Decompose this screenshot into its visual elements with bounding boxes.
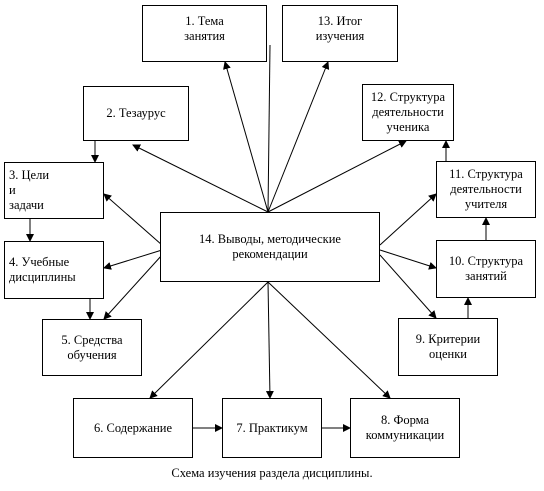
arrow-to-goals xyxy=(103,193,163,246)
node-communication-form: 8. Форма коммуникации xyxy=(350,398,460,458)
arrow-to-student xyxy=(267,140,407,213)
node-practicum: 7. Практикум xyxy=(222,398,322,458)
arrow-to-thesaurus xyxy=(132,144,269,213)
arrow-to-lessons xyxy=(379,249,437,270)
node-student-activity: 12. Структура деятельности ученика xyxy=(362,84,454,141)
node-study-result: 13. Итог изучения xyxy=(282,5,398,62)
node-goals-tasks: 3. Цели и задачи xyxy=(4,162,104,219)
node-assessment-criteria: 9. Критерии оценки xyxy=(398,318,498,376)
node-content: 6. Содержание xyxy=(73,398,193,458)
arrow-to-practicum xyxy=(265,281,274,399)
node-topic: 1. Тема занятия xyxy=(142,5,267,62)
arrow-to-topic xyxy=(223,61,269,213)
arrow-to-teacher xyxy=(379,193,437,246)
node-subjects: 4. Учебные дисциплины xyxy=(4,241,104,299)
arrow-to-content xyxy=(149,281,269,399)
node-learning-tools: 5. Средства обучения xyxy=(42,319,142,376)
arrow-to-communication xyxy=(267,281,391,399)
diagram-caption: Схема изучения раздела дисциплины. xyxy=(171,466,373,480)
node-conclusions: 14. Выводы, методические рекомендации xyxy=(160,212,380,282)
arrow-to-result xyxy=(267,61,330,213)
arrow-to-criteria xyxy=(379,254,437,319)
node-thesaurus: 2. Тезаурус xyxy=(83,86,189,141)
node-teacher-activity: 11. Структура деятельности учителя xyxy=(436,161,536,218)
node-lesson-structure: 10. Структура занятий xyxy=(436,240,536,298)
arrow-to-tools xyxy=(103,254,163,320)
line-result-center xyxy=(267,44,271,213)
arrow-to-subjects xyxy=(103,249,163,270)
